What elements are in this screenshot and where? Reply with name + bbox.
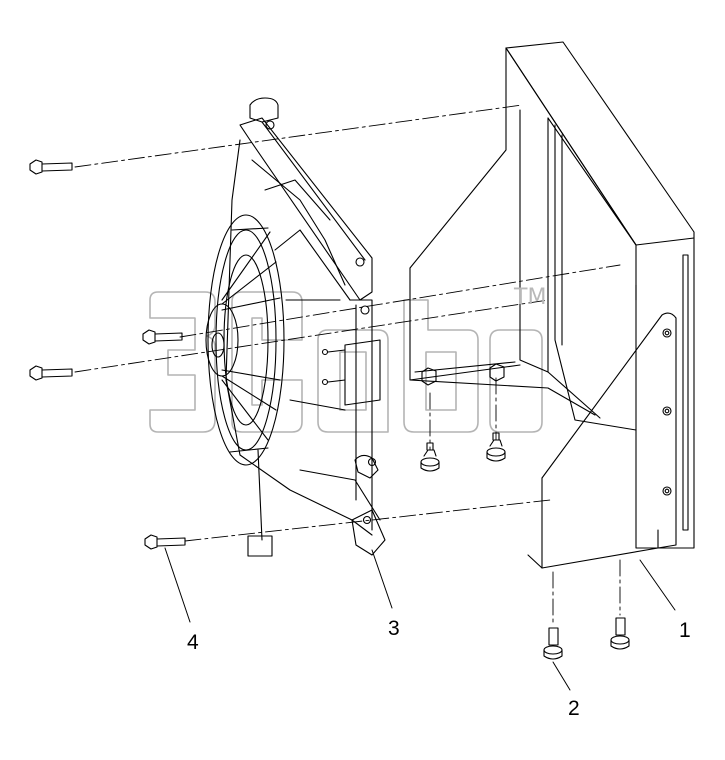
callout-4: 4: [187, 631, 199, 654]
shroud-bracket-assembly: [409, 41, 695, 569]
bolt-upper: [29, 159, 73, 175]
long-bolts: [29, 159, 186, 550]
assembly-centerlines: [74, 104, 621, 626]
watermark-trademark: TM: [514, 285, 547, 310]
bolt-mid-upper: [142, 329, 183, 345]
bolt-bracket-right: [610, 617, 630, 650]
bolt-shroud-right: [486, 432, 506, 462]
callout-1: 1: [679, 619, 691, 642]
callout-2: 2: [568, 697, 580, 720]
fan-motor-assembly: [205, 97, 386, 557]
bolt-lower: [144, 534, 186, 550]
watermark-logo: [149, 291, 543, 433]
callout-leaders: [164, 547, 676, 691]
bolt-mid-lower: [29, 365, 73, 381]
callout-3: 3: [388, 617, 400, 640]
short-flange-bolts: [420, 432, 630, 660]
bolt-shroud-left: [420, 442, 440, 472]
bolt-bracket-left: [543, 627, 563, 660]
